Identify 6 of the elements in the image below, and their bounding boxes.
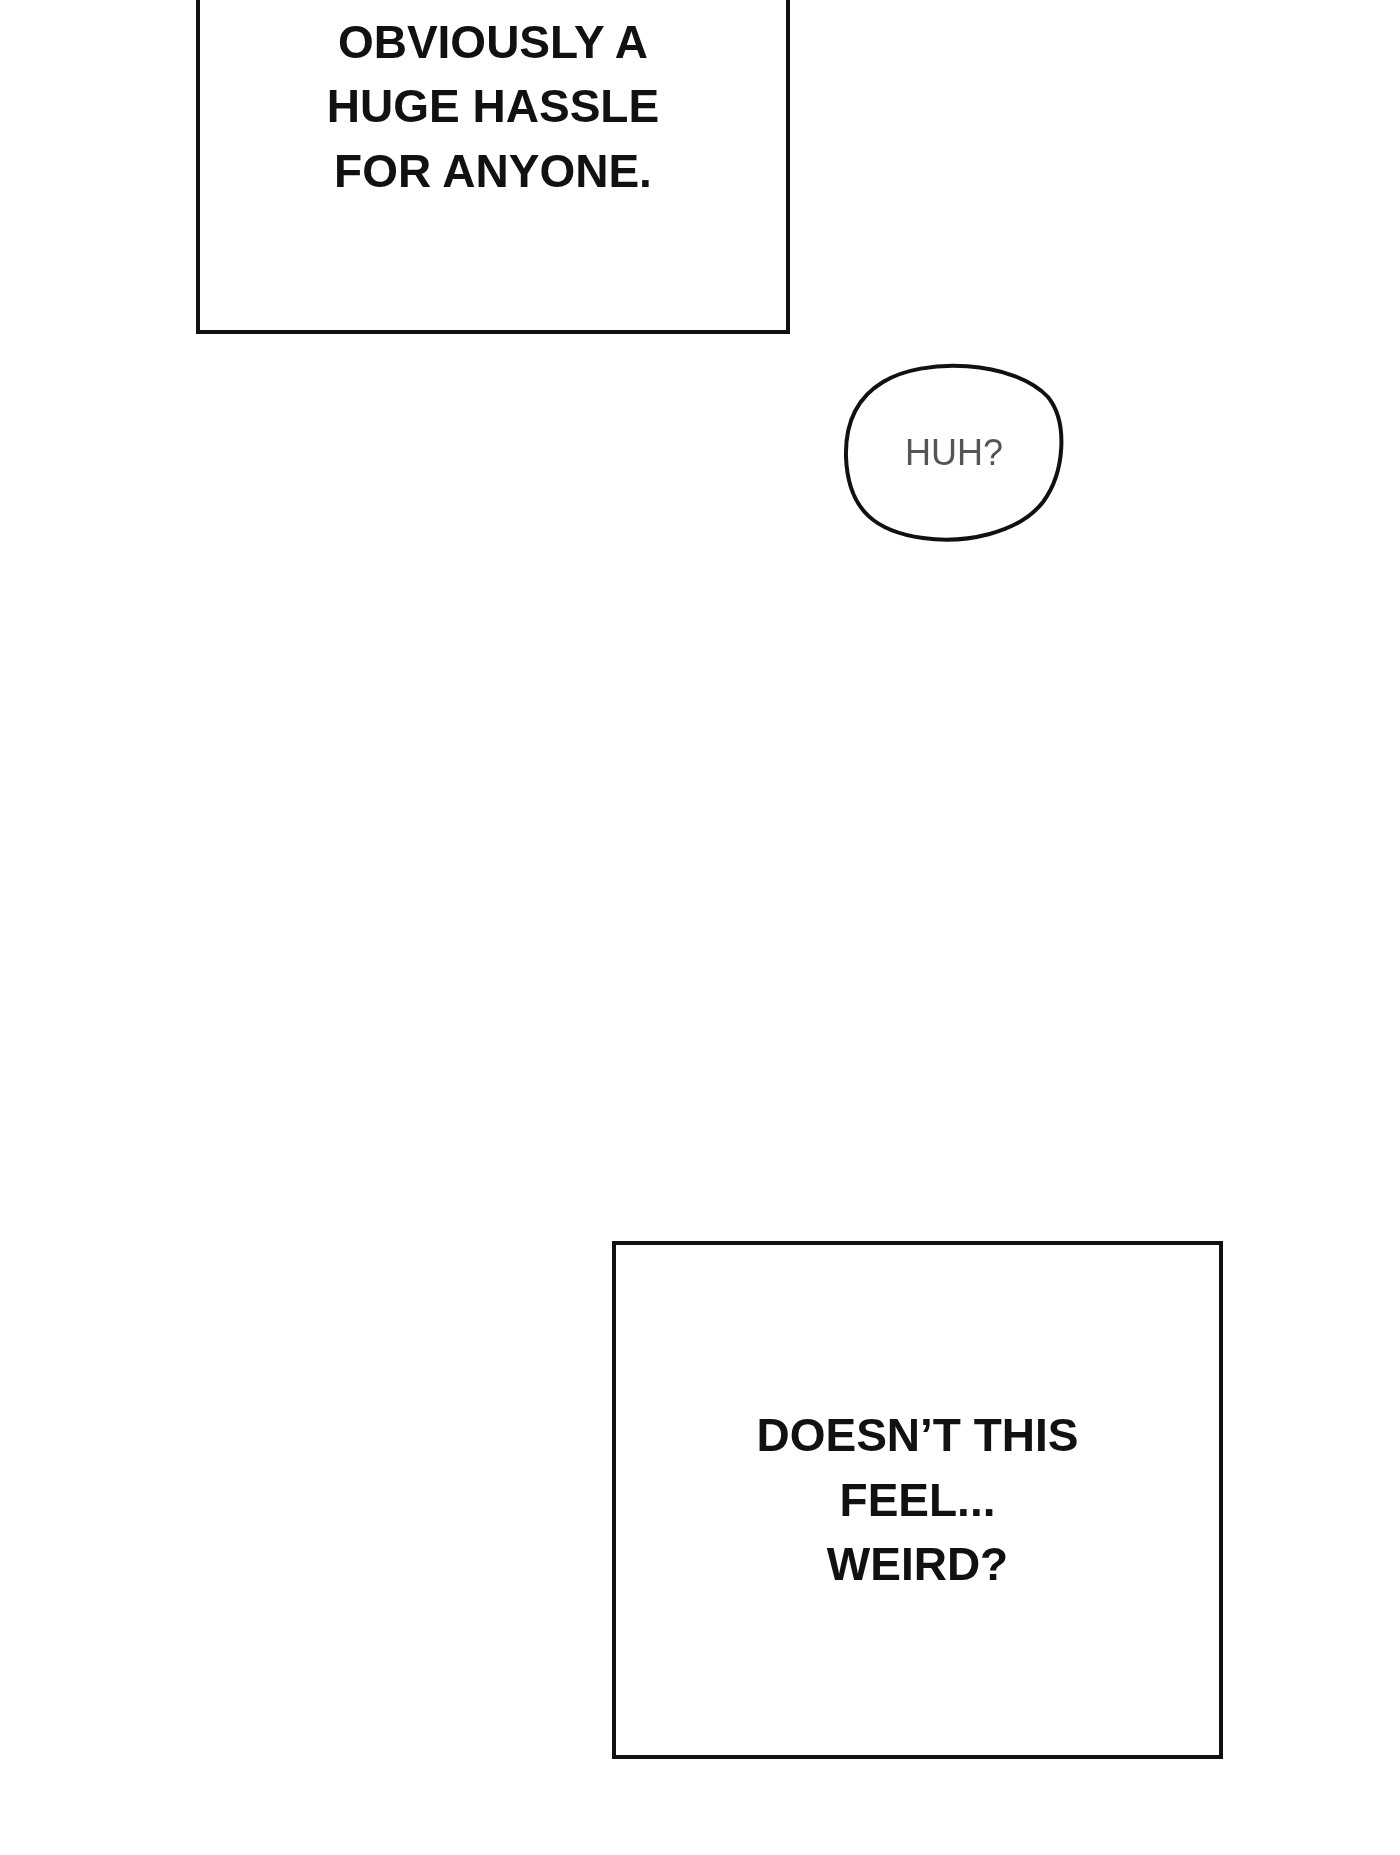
caption-text: OBVIOUSLY A HUGE HASSLE FOR ANYONE. [325, 15, 661, 199]
caption-box [196, 0, 790, 334]
caption-box [612, 1241, 1223, 1759]
caption-text: HUH? [905, 430, 1003, 475]
caption-text: DOESN’T THIS FEEL... WEIRD? [755, 1408, 1080, 1593]
speech-bubble [843, 362, 1065, 544]
